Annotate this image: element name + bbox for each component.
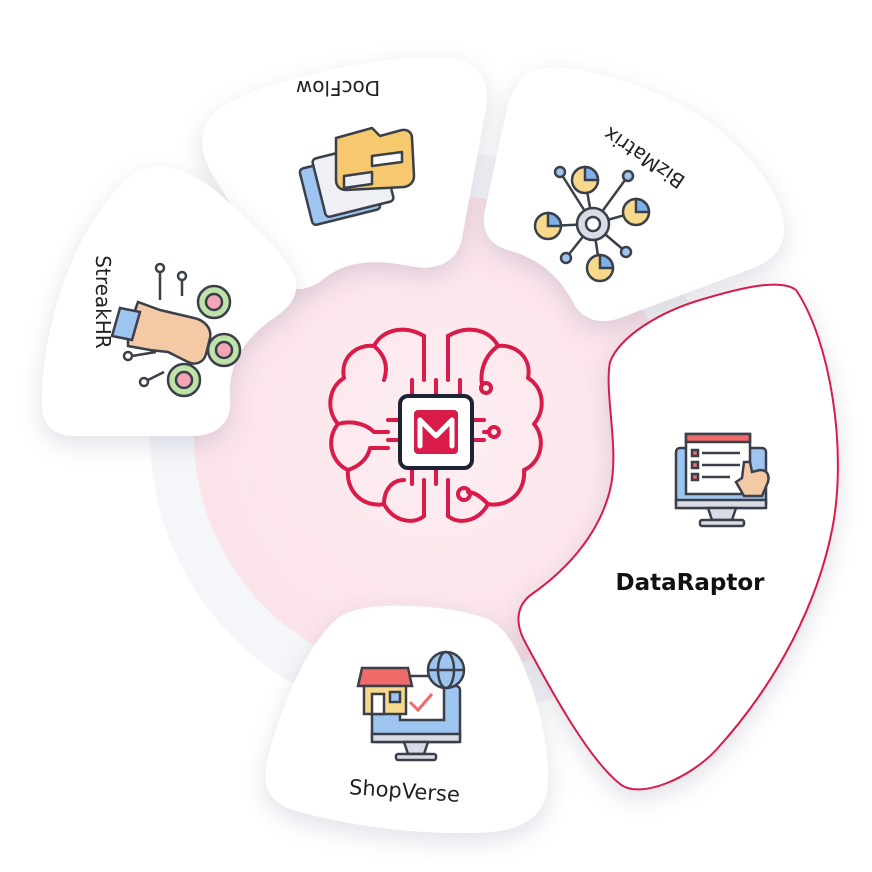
- tile-streakhr[interactable]: StreakHR: [42, 166, 297, 436]
- monitor-form-click-icon: [674, 432, 770, 528]
- tile-streakhr-label: StreakHR: [91, 255, 115, 349]
- tile-dataraptor[interactable]: DataRaptor: [517, 283, 839, 791]
- storefront-globe-icon: [356, 650, 466, 762]
- chip-icon: [398, 394, 474, 470]
- folder-documents-icon: [298, 126, 416, 227]
- tile-docflow-label: DocFlow: [296, 76, 380, 100]
- tile-shopverse[interactable]: ShopVerse: [265, 605, 549, 834]
- analytics-network-icon: [533, 165, 651, 283]
- tile-docflow[interactable]: DocFlow: [202, 57, 487, 290]
- tile-dataraptor-label: DataRaptor: [616, 570, 766, 596]
- ai-brain-logo: [328, 327, 544, 523]
- hand-touch-network-icon: [110, 262, 242, 398]
- tile-bizmatrix[interactable]: BizMatrix: [483, 67, 785, 322]
